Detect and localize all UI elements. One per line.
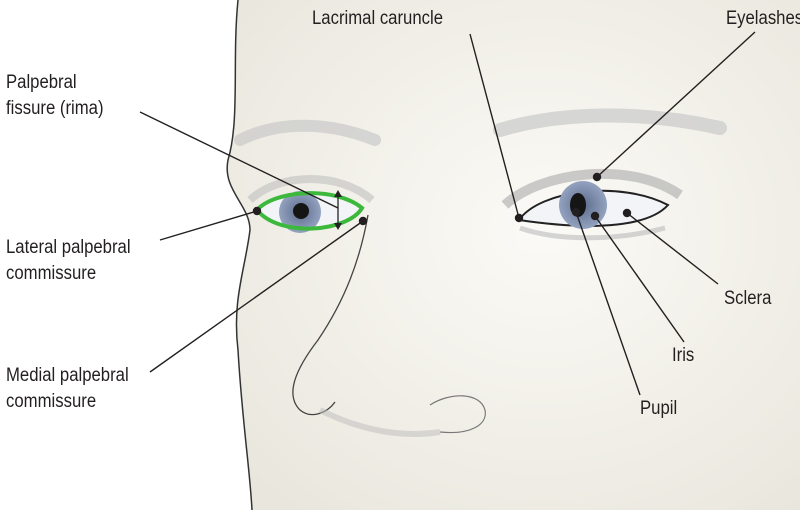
dot-lateral-commissure [252,206,262,216]
nose-outline [292,214,369,416]
left-eyebrow [234,119,381,146]
leader-lateral-commissure [159,210,258,241]
label-medial-commissure: Medial palpebral commissure [6,363,129,415]
leader-eyelashes [596,31,756,178]
label-line: Lateral palpebral [6,237,131,258]
arrowhead-top [334,190,342,197]
label-palpebral-fissure: Palpebral fissure (rima) [6,70,104,122]
label-lateral-commissure: Lateral palpebral commissure [6,235,131,287]
dot-lacrimal-caruncle [514,213,524,223]
dot-iris [590,211,600,221]
leader-lines [139,31,756,396]
leader-pupil [575,211,641,396]
dot-eyelashes [592,172,602,182]
right-eye-lashes [501,168,683,209]
dot-sclera [622,208,632,218]
nostril [429,395,486,434]
right-eyebrow [493,108,727,137]
leader-iris [594,215,685,343]
label-iris: Iris [672,345,695,366]
label-line: commissure [6,263,97,284]
label-sclera: Sclera [724,288,772,309]
leader-lacrimal-caruncle [469,33,520,219]
face-contour [226,0,253,510]
dot-pupil [571,207,581,217]
palpebral-fissure-outline [254,191,365,231]
label-eyelashes: Eyelashes [726,8,800,29]
nose-shadow [318,407,441,437]
leader-sclera [626,212,719,285]
face-skin [227,0,800,510]
leader-medial-commissure [149,220,364,373]
label-pupil: Pupil [640,398,678,419]
label-line: fissure (rima) [6,98,104,119]
label-line: Palpebral [6,72,77,93]
left-eye-lid-shadow [247,175,375,204]
leader-palpebral-fissure [139,111,339,209]
right-lower-lashes [519,225,666,241]
arrowhead-bottom [334,223,342,230]
left-pupil [293,203,309,219]
dot-medial-commissure [358,216,368,226]
label-line: commissure [6,391,97,412]
label-line: Medial palpebral [6,365,129,386]
label-lacrimal-caruncle: Lacrimal caruncle [312,8,444,29]
